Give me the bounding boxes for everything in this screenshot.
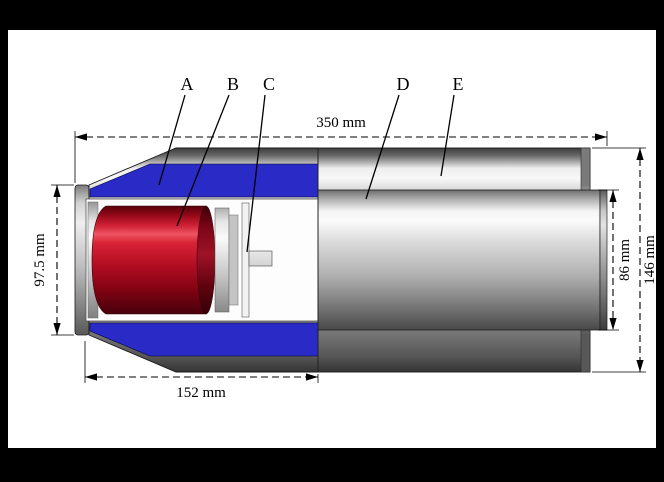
dim-97-arrow-top — [53, 185, 61, 197]
part-labels: A B C D E — [158, 74, 464, 253]
dim-350-arrow-left — [75, 133, 87, 141]
device-assembly — [74, 147, 608, 373]
dim-inner-tube: 86 mm — [598, 189, 633, 331]
leader-d — [365, 94, 400, 200]
dim-overall-length: 350 mm — [74, 115, 608, 183]
shield-bottom — [89, 322, 319, 357]
inner-tube-end-cap — [599, 189, 608, 331]
crystal-end-cap — [196, 205, 216, 315]
dim-350-arrow-right — [595, 133, 607, 141]
coupling-ring-2 — [228, 214, 239, 306]
dim-146-arrow-bottom — [636, 360, 644, 372]
dim-outer-tube: 146 mm — [592, 147, 658, 373]
crystal-cylinder — [91, 205, 207, 315]
leader-e — [440, 94, 455, 177]
dim-86-arrow-bottom — [609, 318, 617, 330]
coupling-ring-1 — [214, 207, 230, 313]
leader-a — [158, 94, 186, 186]
dim-350-text: 350 mm — [316, 115, 366, 131]
label-d: D — [397, 74, 410, 94]
leader-c — [246, 94, 266, 253]
dim-146-text: 146 mm — [642, 235, 658, 285]
dim-152-arrow-right — [306, 373, 318, 381]
label-b: B — [227, 74, 239, 94]
dim-152-arrow-left — [85, 373, 97, 381]
leader-b — [176, 94, 230, 227]
dim-86-text: 86 mm — [617, 239, 633, 281]
connector-rod — [248, 250, 273, 267]
dim-97-text: 97.5 mm — [32, 233, 48, 287]
label-a: A — [181, 74, 194, 94]
label-e: E — [453, 74, 464, 94]
inner-tube — [317, 189, 601, 331]
dim-front-face: 97.5 mm — [32, 184, 74, 336]
label-c: C — [263, 74, 275, 94]
dim-146-arrow-top — [636, 148, 644, 160]
support-disc — [241, 202, 250, 318]
dim-front-section: 152 mm — [84, 341, 319, 401]
dim-152-text: 152 mm — [176, 385, 226, 401]
dim-86-arrow-top — [609, 190, 617, 202]
dim-97-arrow-bottom — [53, 323, 61, 335]
